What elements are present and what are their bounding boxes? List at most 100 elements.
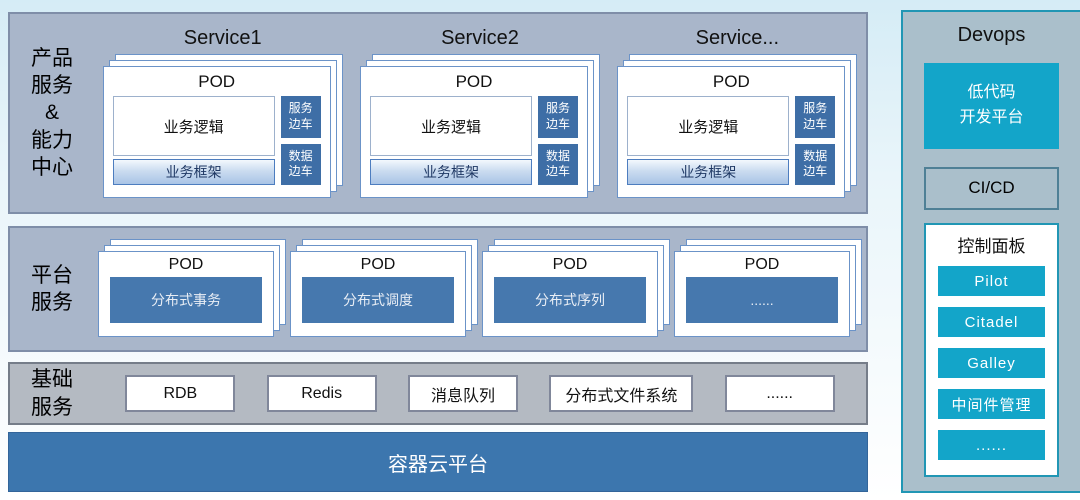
- container-cloud-platform-label: 容器云平台: [388, 453, 488, 476]
- sidecar-line: 边车: [545, 164, 570, 179]
- infra-services-band: 基础 服务 RDB Redis 消息队列 分布式文件系统 ......: [8, 362, 868, 425]
- data-sidecar-box: 数据 边车: [280, 143, 321, 185]
- pod-title: POD: [712, 72, 750, 91]
- pod-stack: POD 业务逻辑 业务框架 服务 边车 数据: [359, 54, 600, 202]
- service-group-1: Service1 POD 业务逻辑 业务框架 服务 边车: [94, 14, 351, 212]
- band-label-line: 基础: [31, 368, 73, 392]
- sidecar-line: 边车: [545, 116, 570, 131]
- pod-title: POD: [360, 256, 396, 273]
- pod-title: POD: [198, 72, 236, 91]
- pod-card: POD 业务逻辑 业务框架 服务 边车 数据: [359, 66, 588, 198]
- control-panel-title: 控制面板: [957, 237, 1026, 256]
- devops-title: Devops: [957, 24, 1026, 46]
- pod-card: POD 分布式事务: [98, 251, 274, 337]
- control-panel-item-middleware: 中间件管理: [938, 389, 1045, 419]
- pod-card: POD ......: [674, 251, 850, 337]
- business-logic-box: 业务逻辑: [627, 96, 790, 156]
- business-logic-box: 业务逻辑: [112, 96, 275, 156]
- pod-card: POD 分布式调度: [290, 251, 466, 337]
- service-sidecar-box: 服务 边车: [537, 96, 578, 138]
- sidecar-line: 服务: [545, 101, 570, 116]
- platform-band-label: 平台 服务: [10, 228, 94, 350]
- pod-title: POD: [168, 256, 204, 273]
- service-group-2: Service2 POD 业务逻辑 业务框架 服务 边车: [351, 14, 608, 212]
- business-framework-bar: 业务框架: [112, 159, 275, 185]
- sidecar-line: 边车: [803, 164, 828, 179]
- business-logic-box: 业务逻辑: [369, 96, 532, 156]
- pod-value-box: ......: [686, 277, 838, 323]
- devops-sidebar: Devops 低代码 开发平台 CI/CD 控制面板 Pilot Citadel…: [901, 10, 1080, 493]
- business-framework-bar: 业务框架: [369, 159, 532, 185]
- platform-pods-row: POD 分布式事务 POD 分布式调度 POD 分布式序列 POD: [94, 228, 866, 350]
- platform-services-band: 平台 服务 POD 分布式事务 POD 分布式调度 POD 分布式序列: [8, 226, 868, 352]
- logic-column: 业务逻辑 业务框架: [369, 96, 532, 185]
- lowcode-platform-box: 低代码 开发平台: [924, 63, 1059, 149]
- product-services-band: 产品 服务 & 能力 中心 Service1 POD 业务逻辑 业务框架: [8, 12, 868, 214]
- band-label-line: 服务: [31, 291, 73, 314]
- logic-column: 业务逻辑 业务框架: [112, 96, 275, 185]
- infra-items-row: RDB Redis 消息队列 分布式文件系统 ......: [94, 364, 866, 423]
- infra-box-distributed-fs: 分布式文件系统: [549, 375, 694, 412]
- service-title: Service2: [441, 26, 519, 49]
- sidecar-line: 数据: [545, 148, 570, 163]
- control-panel: 控制面板 Pilot Citadel Galley 中间件管理 ......: [924, 223, 1059, 477]
- sidecar-line: 服务: [803, 101, 828, 116]
- infra-box-message-queue: 消息队列: [407, 375, 518, 412]
- pod-body: 业务逻辑 业务框架 服务 边车 数据 边车: [104, 96, 330, 185]
- band-label-line: &: [44, 101, 59, 125]
- business-framework-bar: 业务框架: [627, 159, 790, 185]
- sidecar-column: 服务 边车 数据 边车: [280, 96, 321, 185]
- lowcode-line: 低代码: [967, 84, 1016, 102]
- service-title: Service1: [183, 26, 262, 49]
- pod-title: POD: [455, 72, 493, 91]
- pod-value-box: 分布式调度: [302, 277, 454, 323]
- band-label-line: 服务: [31, 395, 73, 419]
- platform-pod-stack-4: POD ......: [674, 239, 862, 339]
- band-label-line: 平台: [31, 263, 73, 287]
- pod-card: POD 业务逻辑 业务框架 服务 边车 数据: [617, 66, 846, 198]
- service-sidecar-box: 服务 边车: [795, 96, 836, 138]
- sidecar-line: 边车: [288, 164, 313, 179]
- sidecar-line: 数据: [803, 148, 828, 163]
- pod-value-box: 分布式事务: [110, 277, 262, 323]
- pod-body: 业务逻辑 业务框架 服务 边车 数据 边车: [618, 96, 844, 185]
- infra-box-redis: Redis: [266, 375, 377, 412]
- container-cloud-platform-band: 容器云平台: [8, 432, 868, 492]
- band-label-line: 中心: [31, 155, 73, 179]
- control-panel-item-more: ......: [938, 430, 1045, 460]
- data-sidecar-box: 数据 边车: [537, 143, 578, 185]
- pod-stack: POD 业务逻辑 业务框架 服务 边车 数据: [102, 54, 343, 202]
- platform-pod-stack-3: POD 分布式序列: [482, 239, 670, 339]
- platform-pod-stack-1: POD 分布式事务: [98, 239, 286, 339]
- sidecar-line: 边车: [288, 116, 313, 131]
- control-panel-item-pilot: Pilot: [938, 266, 1045, 296]
- sidecar-line: 边车: [803, 116, 828, 131]
- band-label-line: 产品: [31, 46, 73, 70]
- pod-body: 业务逻辑 业务框架 服务 边车 数据 边车: [361, 96, 587, 185]
- control-panel-item-galley: Galley: [938, 348, 1045, 378]
- cicd-box: CI/CD: [924, 166, 1059, 210]
- control-panel-item-citadel: Citadel: [938, 307, 1045, 337]
- pod-value-box: 分布式序列: [494, 277, 646, 323]
- sidecar-column: 服务 边车 数据 边车: [537, 96, 578, 185]
- service-sidecar-box: 服务 边车: [280, 96, 321, 138]
- sidecar-line: 数据: [288, 148, 313, 163]
- platform-pod-stack-2: POD 分布式调度: [290, 239, 478, 339]
- logic-column: 业务逻辑 业务框架: [627, 96, 790, 185]
- infra-band-label: 基础 服务: [10, 364, 94, 423]
- pod-card: POD 分布式序列: [482, 251, 658, 337]
- band-label-line: 服务: [31, 74, 73, 98]
- pod-title: POD: [744, 256, 780, 273]
- pod-card: POD 业务逻辑 业务框架 服务 边车 数据: [102, 66, 331, 198]
- band-label-line: 能力: [31, 128, 73, 152]
- sidecar-column: 服务 边车 数据 边车: [795, 96, 836, 185]
- product-band-label: 产品 服务 & 能力 中心: [10, 14, 94, 212]
- infra-box-rdb: RDB: [125, 375, 236, 412]
- lowcode-line: 开发平台: [959, 108, 1024, 126]
- service-groups: Service1 POD 业务逻辑 业务框架 服务 边车: [94, 14, 866, 212]
- service-group-3: Service... POD 业务逻辑 业务框架 服务 边车: [609, 14, 866, 212]
- pod-title: POD: [552, 256, 588, 273]
- infra-box-more: ......: [724, 375, 835, 412]
- pod-stack: POD 业务逻辑 业务框架 服务 边车 数据: [617, 54, 858, 202]
- sidecar-line: 服务: [288, 101, 313, 116]
